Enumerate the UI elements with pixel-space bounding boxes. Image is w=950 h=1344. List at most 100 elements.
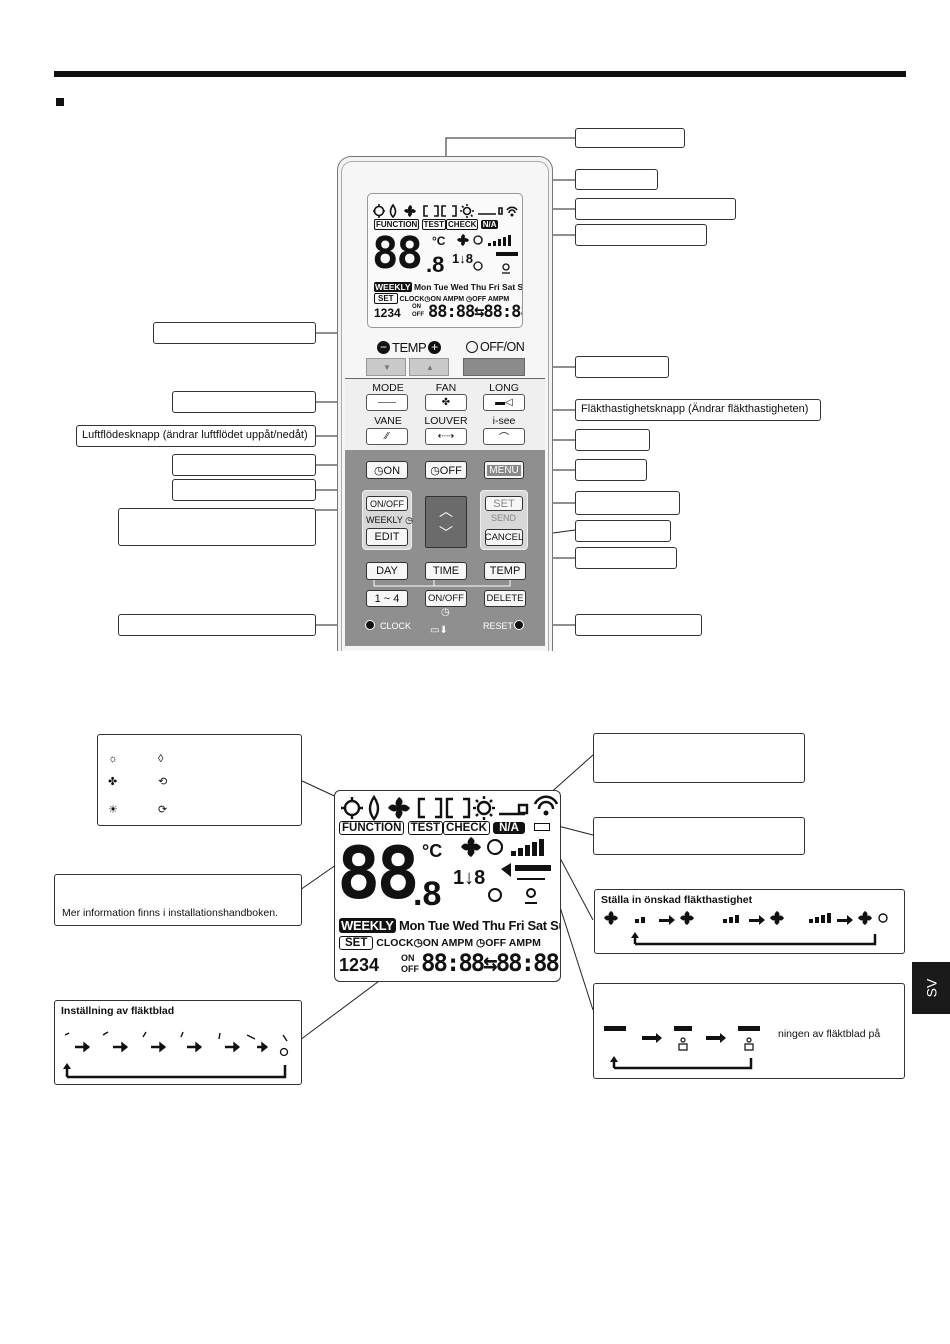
temp-label: TEMP <box>392 339 427 355</box>
lcd-weekly: WEEKLY <box>374 282 412 292</box>
battery-icon: ▭⬇ <box>430 625 448 636</box>
offon-label: OFF/ON <box>480 340 525 354</box>
big-lcd-weekly-row: WEEKLY Mon Tue Wed Thu Fri Sat Sun <box>339 918 560 933</box>
callout-set <box>575 491 680 515</box>
vane-position-text: ningen av fläktblad på <box>778 1028 881 1040</box>
big-lcd-battery-icon <box>534 823 551 831</box>
mode-label: MODE <box>372 382 404 394</box>
offon-button[interactable] <box>463 358 525 376</box>
lcd-off-label: OFF <box>412 312 424 318</box>
temp-plus-icon: + <box>428 340 442 354</box>
time-button[interactable]: TIME <box>425 562 467 580</box>
big-lcd-fan-icons <box>461 837 551 904</box>
delete-button[interactable]: DELETE <box>484 590 526 607</box>
callout-battery <box>575 224 707 246</box>
lcd-clock-row: SET CLOCK◷ON AMPM ◷OFF AMPM <box>374 293 509 304</box>
big-lcd-on: ON <box>401 953 415 963</box>
callout-arrows <box>575 547 677 569</box>
lcd-on-label: ON <box>412 304 421 310</box>
weekly-label: WEEKLY ◷ <box>366 515 414 525</box>
lcd-test: TEST <box>421 219 447 230</box>
arrow-up-icon[interactable]: ︿ <box>439 503 453 519</box>
on-timer-button[interactable]: ◷ON <box>366 461 408 479</box>
callout-temp <box>153 322 316 344</box>
fan-button[interactable]: ✤ <box>425 394 467 411</box>
signal-box <box>593 733 805 783</box>
mode-icons-box: ☼ ◊ ✤ ⟲ ☀ ⟳ <box>97 734 302 826</box>
temp-up-button[interactable]: ▲ <box>409 358 449 376</box>
edit-button[interactable]: EDIT <box>366 528 408 546</box>
callout-fan-speed-text: Fläkthastighetsknapp (Ändrar fläkthastig… <box>581 403 809 416</box>
arrow-pad[interactable]: ︿ ﹀ <box>425 496 467 548</box>
callout-signal-indicator <box>575 198 736 220</box>
callout-fan-speed-button: Fläkthastighetsknapp (Ändrar fläkthastig… <box>575 399 821 421</box>
arrow-down-icon[interactable]: ﹀ <box>439 525 453 541</box>
set-label: SET <box>493 497 515 510</box>
big-lcd-digits: 88 <box>337 831 420 915</box>
mode-button[interactable] <box>366 394 408 411</box>
day-button[interactable]: DAY <box>366 562 408 580</box>
cool-mode-icon: ☼ <box>108 753 119 765</box>
callout-airflow-text: Luftflödesknapp (ändrar luftflödet uppåt… <box>82 429 308 442</box>
vane-setting-title: Inställning av fläktblad <box>61 1005 175 1017</box>
auto-mode-icon: ⟲ <box>158 776 168 788</box>
menu-button[interactable]: MENU <box>484 461 524 479</box>
lcd-time: 88:88⇆88:88 <box>428 302 523 322</box>
vane-button[interactable]: ⁄⁄ <box>366 428 408 445</box>
temp-down-button[interactable]: ▼ <box>366 358 406 376</box>
onoff-weekly-button[interactable]: ON/OFF <box>366 496 408 511</box>
lcd-celsius: °C <box>432 234 446 248</box>
lcd-fan-bars <box>457 234 518 274</box>
callout-menu <box>575 459 647 481</box>
long-label: LONG <box>489 382 519 394</box>
lcd-small-digit: .8 <box>426 252 445 277</box>
installation-note: Mer information finns i installationshan… <box>62 907 278 919</box>
callout-airflow-button: Luftflödesknapp (ändrar luftflödet uppåt… <box>76 425 316 447</box>
send-label: SEND <box>491 513 517 523</box>
set-button[interactable]: SET <box>485 496 523 511</box>
big-lcd-function: FUNCTION <box>339 821 405 835</box>
lcd-swing: 1↓8 <box>452 251 473 266</box>
clock-label: CLOCK <box>380 621 412 631</box>
big-lcd-clock-row: SET CLOCK◷ON AMPM ◷OFF AMPM <box>339 936 541 950</box>
dry-mode-icon: ◊ <box>158 753 164 765</box>
onoff-timer-button[interactable]: ON/OFF <box>425 590 467 607</box>
callout-clock <box>118 614 316 636</box>
louver-icon: ⇠⇢ <box>437 431 455 442</box>
big-lcd-off: OFF <box>401 964 419 974</box>
menu-label: MENU <box>487 464 521 476</box>
big-lcd-time: 88:88⇆88:88 <box>421 949 560 977</box>
chevron-down-icon: ▼ <box>383 363 391 372</box>
cancel-button[interactable]: CANCEL <box>485 529 523 546</box>
heat-mode-icon: ☀ <box>108 804 118 816</box>
fan-speed-box: Ställa in önskad fläkthastighet <box>594 889 905 954</box>
big-lcd-celsius: °C <box>422 841 443 861</box>
language-tab: SV <box>912 962 950 1014</box>
mode-icon <box>378 402 396 403</box>
isee-button[interactable]: ⌒ <box>483 428 525 445</box>
vane-icon: ⁄⁄ <box>385 431 389 442</box>
off-timer-button[interactable]: ◷OFF <box>425 461 467 479</box>
range-button[interactable]: 1 ~ 4 <box>366 590 408 607</box>
lcd-na: N/A <box>480 220 499 229</box>
big-lcd-clock-labels: CLOCK◷ON AMPM ◷OFF AMPM <box>376 937 541 949</box>
timer-icon: ◷ <box>441 607 450 618</box>
fan-icon: ✤ <box>441 397 451 408</box>
lcd-set: SET <box>374 293 398 304</box>
temp-button[interactable]: TEMP <box>484 562 526 580</box>
callout-long <box>575 169 658 190</box>
fan-label: FAN <box>435 382 457 394</box>
clock-button[interactable] <box>365 620 375 630</box>
battery-box <box>593 817 805 855</box>
long-button[interactable]: ▬◁ <box>483 394 525 411</box>
lcd-weekly-row: WEEKLY Mon Tue Wed Thu Fri Sat Sun <box>374 282 522 292</box>
callout-weekly-timer <box>118 508 316 546</box>
louver-button[interactable]: ⇠⇢ <box>425 428 467 445</box>
reset-button[interactable] <box>514 620 524 630</box>
big-lcd-weekly: WEEKLY <box>339 918 396 933</box>
big-lcd-test: TEST <box>407 821 444 835</box>
big-lcd-num: 1234 <box>339 955 380 975</box>
auto2-mode-icon: ⟳ <box>158 804 168 816</box>
